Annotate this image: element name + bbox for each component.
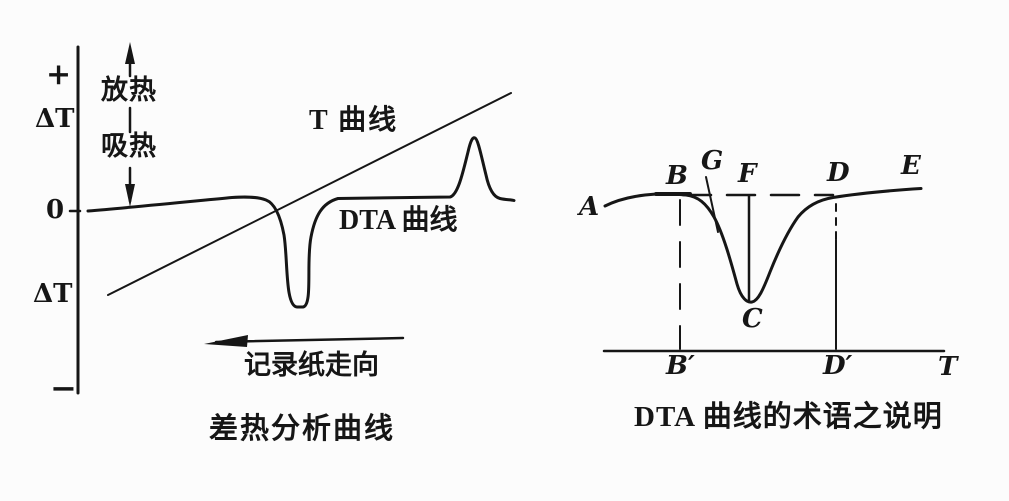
minus-sign-label: − — [50, 369, 77, 407]
dta-curve-label: DTA 曲线 — [339, 205, 458, 236]
t-curve-label: T 曲线 — [309, 105, 399, 136]
paper-direction-label: 记录纸走向 — [244, 350, 379, 380]
point-a-label: A — [579, 192, 600, 222]
heat-arrow-down-head-icon — [125, 184, 135, 207]
heat-arrow-up-head-icon — [125, 42, 135, 64]
point-f-label: F — [738, 159, 757, 189]
left-figure-caption: 差热分析曲线 — [209, 413, 396, 445]
exothermic-label: 放热 — [101, 75, 157, 105]
point-b-prime-label: B′ — [666, 351, 695, 381]
delta-t-upper-label: ΔT — [35, 104, 75, 134]
delta-t-lower-label: ΔT — [33, 279, 73, 309]
zero-label: 0 — [46, 195, 65, 225]
plus-sign-label: + — [46, 57, 72, 92]
point-e-label: E — [901, 151, 921, 181]
point-d-label: D — [827, 158, 850, 188]
point-g-label: G — [701, 146, 724, 176]
terminology-curve-line — [603, 187, 923, 304]
t-curve-line — [107, 92, 512, 296]
dta-curve-line — [86, 136, 516, 309]
point-d-prime-label: D′ — [823, 351, 853, 381]
point-c-label: C — [742, 304, 763, 334]
right-figure-caption: DTA 曲线的术语之说明 — [634, 401, 943, 433]
paper-direction-arrowhead-icon — [204, 335, 248, 347]
point-b-label: B — [666, 161, 688, 191]
g-tangent-line — [705, 176, 719, 233]
endothermic-label: 吸热 — [101, 131, 157, 161]
temperature-axis-label: T — [938, 352, 958, 382]
